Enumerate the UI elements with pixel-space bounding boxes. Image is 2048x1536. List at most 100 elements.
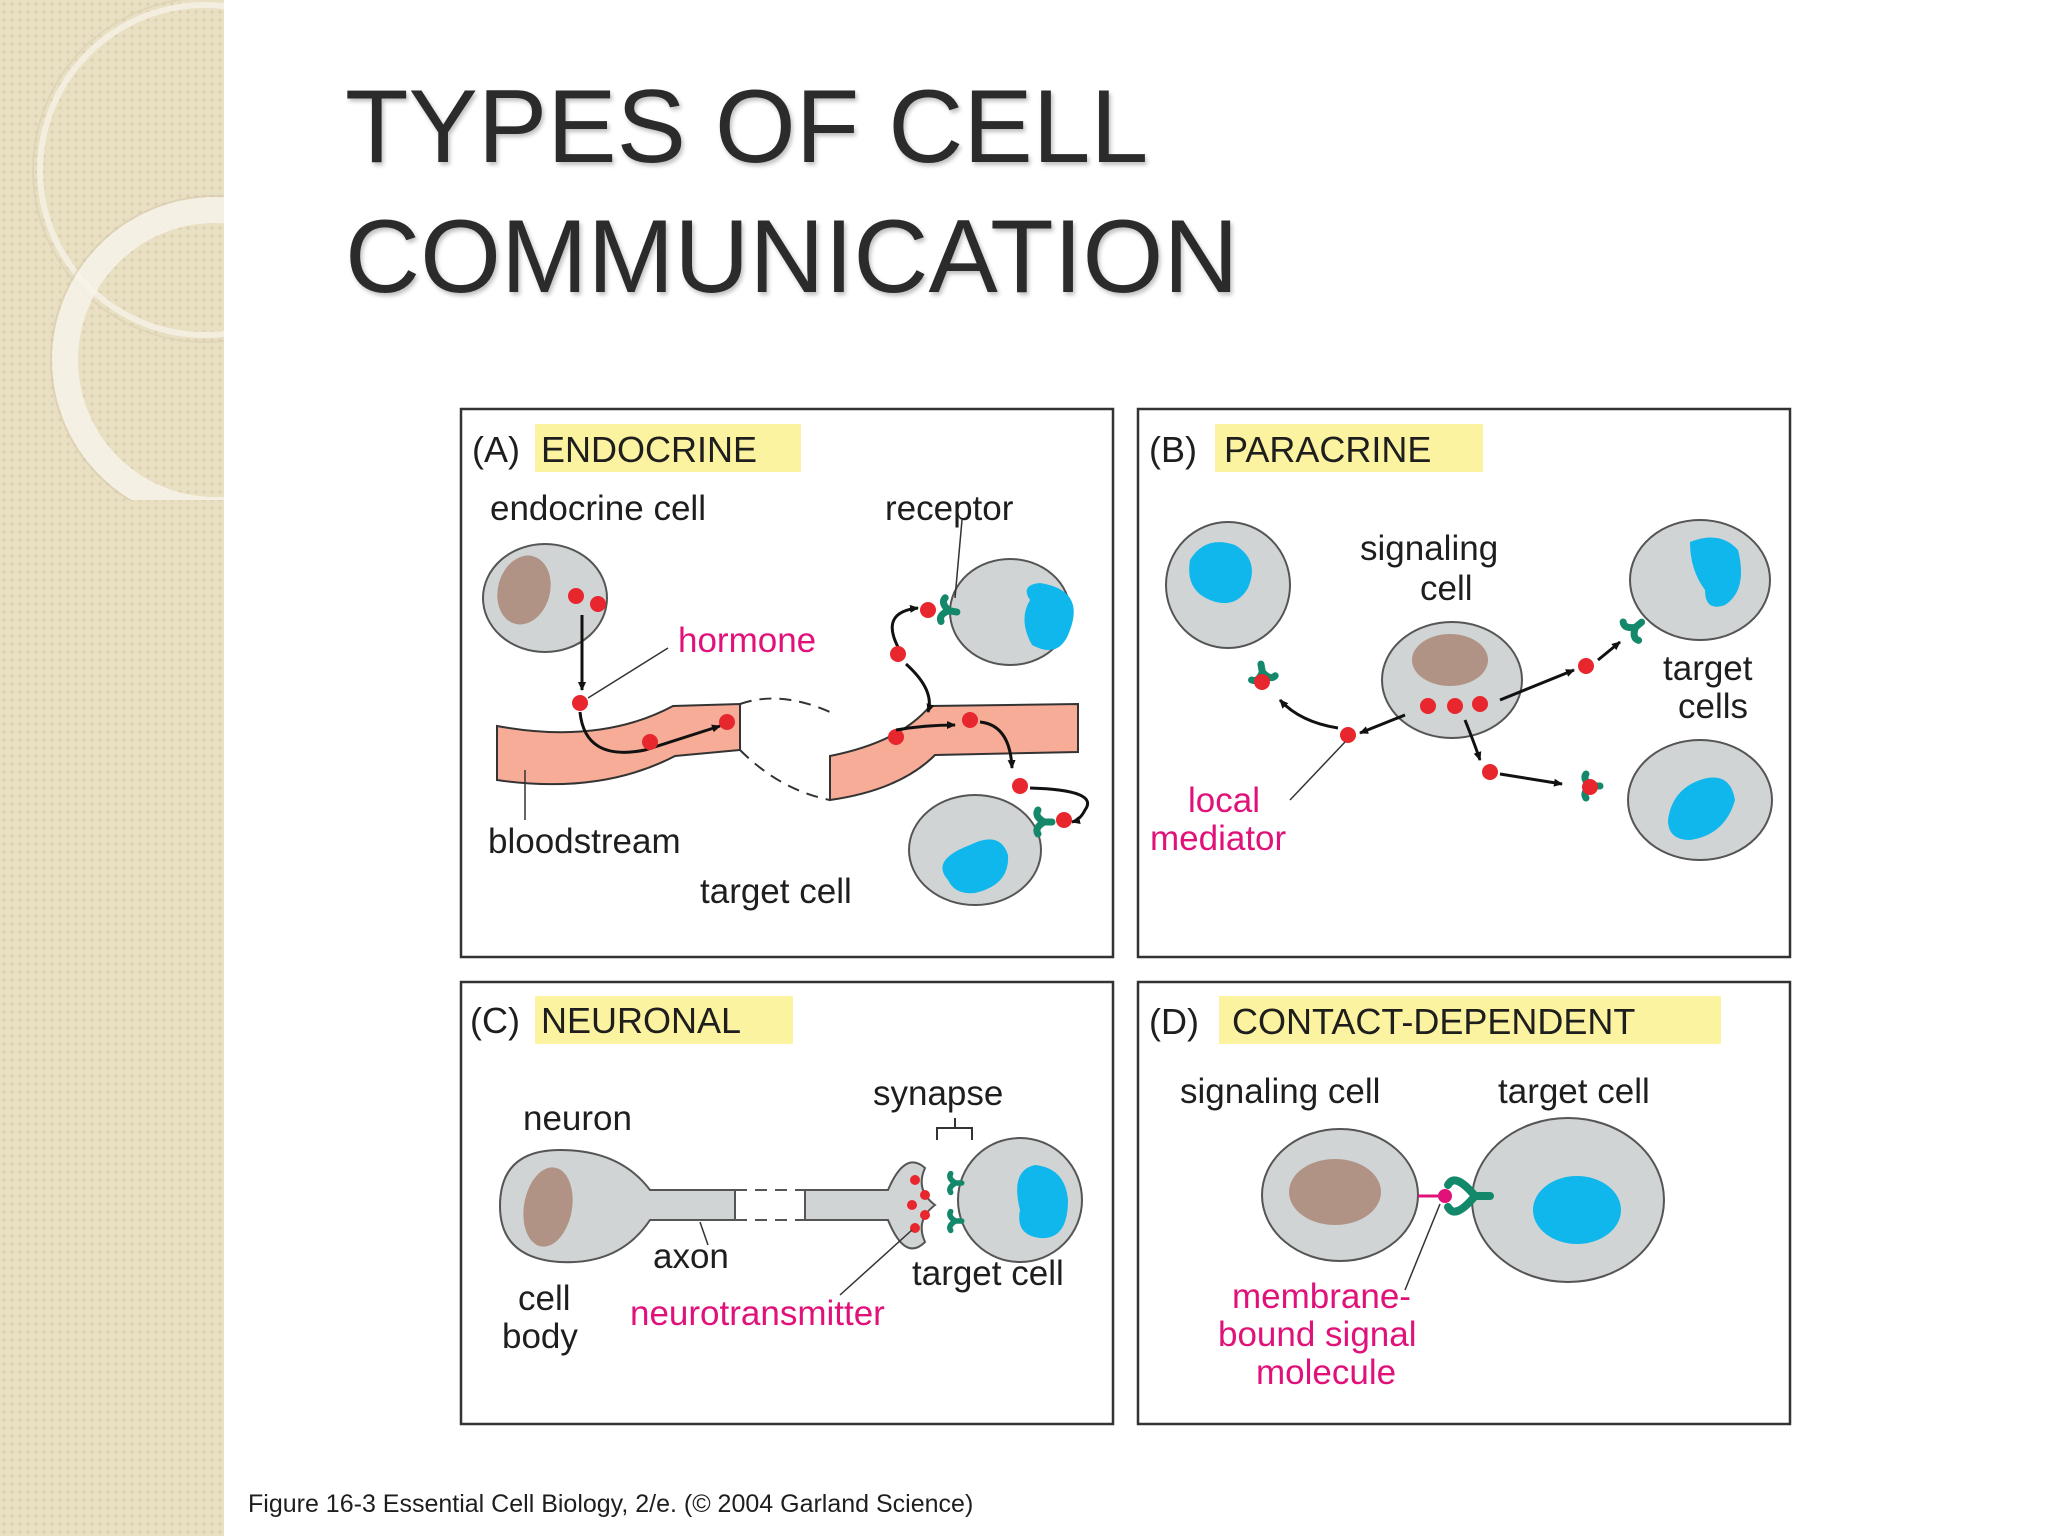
mediator-arrow bbox=[1499, 772, 1563, 787]
local-mediator-molecule bbox=[1578, 658, 1594, 674]
contact-signaling-nucleus bbox=[1289, 1159, 1381, 1225]
label-neurotransmitter: neurotransmitter bbox=[630, 1294, 885, 1333]
label-receptor: receptor bbox=[885, 489, 1014, 528]
panel-c-title-highlight bbox=[535, 996, 793, 1044]
label-target-cell: target cell bbox=[700, 872, 852, 911]
neurotransmitter-molecule bbox=[920, 1210, 930, 1220]
bloodstream-gap bbox=[739, 697, 831, 801]
local-mediator-molecule bbox=[1254, 674, 1270, 690]
hormone-molecule bbox=[568, 588, 584, 604]
label-target-cells-2: cells bbox=[1678, 687, 1748, 726]
panel-a-letter: (A) bbox=[472, 429, 520, 470]
local-mediator-molecule bbox=[1340, 727, 1356, 743]
label-contact-target-cell: target cell bbox=[1498, 1072, 1650, 1111]
label-cell-body-2: body bbox=[502, 1317, 578, 1356]
panel-b-title-highlight bbox=[1215, 424, 1483, 472]
local-mediator-leader bbox=[1289, 741, 1346, 801]
panel-a-title-highlight bbox=[535, 424, 801, 472]
label-membrane-bound-2: bound signal bbox=[1218, 1315, 1417, 1354]
neurotransmitter-leader bbox=[839, 1229, 913, 1296]
bloodstream-vessel bbox=[829, 702, 1079, 802]
hormone-path-arrow bbox=[1029, 786, 1090, 824]
decorative-rings bbox=[32, 0, 230, 500]
mediator-arrow bbox=[1499, 668, 1575, 702]
hormone-molecule bbox=[572, 695, 588, 711]
panel-c-letter: (C) bbox=[470, 1000, 520, 1041]
neurotransmitter-molecule bbox=[920, 1190, 930, 1200]
hormone-path-arrow bbox=[890, 604, 919, 648]
panel-d-name: CONTACT-DEPENDENT bbox=[1232, 1001, 1635, 1042]
hormone-leader bbox=[587, 647, 669, 699]
label-contact-signaling-cell: signaling cell bbox=[1180, 1072, 1380, 1111]
paracrine-target-nucleus bbox=[1690, 537, 1742, 607]
mediator-arrow bbox=[1597, 640, 1621, 662]
slide-title: TYPES OF CELL COMMUNICATION bbox=[345, 62, 1845, 322]
axon-leader bbox=[699, 1221, 709, 1246]
hormone-molecule bbox=[1056, 812, 1072, 828]
panel-neuronal: (C) NEURONAL synapse neuron axon target … bbox=[459, 980, 1115, 1426]
local-mediator-molecule bbox=[1482, 764, 1498, 780]
target-nucleus-upper bbox=[1024, 583, 1074, 650]
figure-caption: Figure 16-3 Essential Cell Biology, 2/e.… bbox=[248, 1490, 974, 1518]
panel-b-name: PARACRINE bbox=[1224, 429, 1431, 470]
title-line-2: COMMUNICATION bbox=[345, 199, 1239, 315]
hormone-molecule bbox=[962, 712, 978, 728]
label-membrane-bound-1: membrane- bbox=[1232, 1277, 1411, 1316]
hormone-molecule bbox=[719, 714, 735, 730]
local-mediator-molecule bbox=[1447, 698, 1463, 714]
local-mediator-molecule bbox=[1420, 698, 1436, 714]
panel-a-name: ENDOCRINE bbox=[541, 429, 757, 470]
target-nucleus-lower bbox=[942, 839, 1009, 894]
paracrine-target-nucleus bbox=[1668, 777, 1735, 840]
label-neuron: neuron bbox=[523, 1099, 632, 1138]
local-mediator-molecule bbox=[1582, 779, 1598, 795]
hormone-path-arrow bbox=[904, 662, 935, 713]
hormone-path-arrow bbox=[979, 720, 1016, 769]
panel-c-name: NEURONAL bbox=[541, 1000, 741, 1041]
label-signaling-cell-1: signaling bbox=[1360, 529, 1498, 568]
panel-d-title-highlight bbox=[1219, 996, 1721, 1044]
hormone-path-arrow bbox=[895, 721, 956, 732]
panel-paracrine: (B) PARACRINE signaling cell targ bbox=[1136, 407, 1792, 959]
synapse-bracket bbox=[936, 1118, 973, 1140]
local-mediator-molecule bbox=[1472, 696, 1488, 712]
label-membrane-bound-3: molecule bbox=[1256, 1353, 1396, 1392]
paracrine-target-nucleus bbox=[1189, 542, 1252, 604]
mediator-arrow bbox=[1359, 713, 1406, 735]
hormone-molecule bbox=[590, 596, 606, 612]
paracrine-signaling-nucleus bbox=[1412, 634, 1488, 686]
hormone-path-arrow bbox=[578, 711, 721, 754]
axon-dashed-gap bbox=[735, 1189, 805, 1221]
label-target-cells-1: target bbox=[1663, 649, 1753, 688]
mediator-arrow bbox=[1463, 719, 1482, 761]
label-axon: axon bbox=[653, 1237, 729, 1276]
label-neuronal-target-cell: target cell bbox=[912, 1254, 1064, 1293]
label-local-mediator-2: mediator bbox=[1150, 819, 1287, 858]
label-local-mediator-1: local bbox=[1188, 781, 1260, 820]
hormone-molecule bbox=[1012, 778, 1028, 794]
membrane-bound-signal-molecule bbox=[1438, 1189, 1452, 1203]
hormone-molecule bbox=[890, 646, 906, 662]
contact-receptor bbox=[1444, 1176, 1494, 1216]
panel-endocrine: (A) ENDOCRINE bbox=[459, 407, 1115, 959]
panel-d-letter: (D) bbox=[1149, 1001, 1199, 1042]
neurotransmitter-molecule bbox=[907, 1200, 917, 1210]
panel-contact-dependent: (D) CONTACT-DEPENDENT signaling cell tar… bbox=[1136, 980, 1792, 1426]
label-cell-body-1: cell bbox=[518, 1279, 571, 1318]
neuronal-target-nucleus bbox=[1017, 1165, 1068, 1239]
membrane-bound-leader bbox=[1404, 1203, 1441, 1291]
neurotransmitter-molecule bbox=[910, 1175, 920, 1185]
label-endocrine-cell: endocrine cell bbox=[490, 489, 706, 528]
mediator-arrow bbox=[1278, 698, 1339, 730]
neuron-nucleus bbox=[523, 1167, 573, 1247]
receptor-leader bbox=[954, 519, 963, 599]
label-signaling-cell-2: cell bbox=[1420, 569, 1473, 608]
panel-b-letter: (B) bbox=[1149, 429, 1197, 470]
contact-target-nucleus bbox=[1533, 1176, 1621, 1244]
label-hormone: hormone bbox=[678, 621, 816, 660]
hormone-molecule bbox=[920, 602, 936, 618]
label-synapse: synapse bbox=[873, 1074, 1003, 1113]
label-bloodstream: bloodstream bbox=[488, 822, 681, 861]
hormone-molecule bbox=[888, 729, 904, 745]
